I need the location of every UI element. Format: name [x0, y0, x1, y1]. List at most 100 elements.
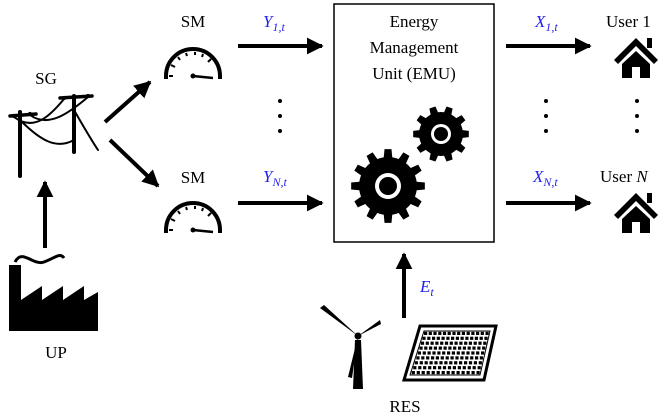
emu-label-line2: Management — [370, 38, 459, 57]
signal-et: Et — [419, 277, 434, 299]
solar-cell — [433, 346, 437, 350]
solar-cell — [458, 346, 462, 350]
solar-cell — [438, 331, 442, 335]
solar-cell — [451, 371, 455, 375]
solar-cell — [417, 351, 421, 355]
solar-cell — [438, 366, 442, 370]
user-1-label: User 1 — [606, 12, 651, 31]
solar-cell — [447, 351, 451, 355]
solar-cell — [435, 341, 439, 345]
solar-cell — [418, 366, 422, 370]
solar-cell — [461, 351, 465, 355]
solar-cell — [461, 331, 465, 335]
solar-cell — [447, 366, 452, 370]
solar-cell — [476, 371, 480, 375]
solar-cell — [424, 346, 428, 350]
solar-cell — [441, 336, 445, 340]
solar-cell — [436, 336, 440, 340]
solar-cell — [425, 341, 429, 345]
solar-cell — [456, 371, 460, 375]
solar-cell — [455, 336, 459, 340]
solar-cell — [446, 371, 450, 375]
solar-cell — [460, 356, 464, 360]
solar-cell — [452, 366, 456, 370]
solar-cell — [466, 371, 470, 375]
solar-cell — [424, 361, 428, 365]
solar-cell — [473, 361, 477, 365]
solar-cell — [470, 356, 474, 360]
sg-to-sm-bottom-arrow — [108, 138, 160, 188]
solar-cell — [447, 331, 451, 335]
solar-cell — [426, 371, 430, 375]
solar-cell — [439, 361, 443, 365]
solar-cell — [464, 361, 468, 365]
solar-cell — [476, 331, 480, 335]
solar-cell — [419, 346, 423, 350]
solar-cell — [432, 336, 436, 340]
solar-cell — [477, 346, 481, 350]
signal-ynt: YN,t — [263, 167, 287, 189]
solar-cell — [457, 366, 461, 370]
solar-cell — [471, 371, 475, 375]
solar-cell — [467, 366, 471, 370]
emu-label-line1: Energy — [390, 12, 439, 31]
solar-cell — [462, 366, 466, 370]
solar-cell — [479, 356, 483, 360]
solar-cell — [479, 336, 483, 340]
factory-icon — [9, 254, 98, 331]
solar-cell — [465, 356, 469, 360]
solar-cell — [434, 361, 438, 365]
signal-xnt: XN,t — [532, 167, 558, 189]
smart-meter-icon — [164, 201, 222, 234]
solar-cell — [453, 346, 457, 350]
solar-cell — [477, 366, 481, 370]
solar-cell — [473, 341, 477, 345]
user-n-label: User N — [600, 167, 649, 186]
vertical-ellipsis — [278, 99, 282, 133]
vertical-ellipsis — [544, 99, 639, 133]
solar-cell — [484, 336, 488, 340]
solar-cell — [449, 361, 453, 365]
solar-cell — [459, 341, 463, 345]
solar-cell — [483, 341, 487, 345]
solar-cell — [475, 356, 479, 360]
sm-top-label: SM — [181, 12, 206, 31]
house-icon — [614, 38, 658, 78]
solar-cell — [426, 356, 430, 360]
smart-meter-icon — [164, 47, 222, 80]
sg-to-sm-top-arrow — [103, 80, 152, 124]
solar-cell — [464, 341, 468, 345]
solar-cell — [429, 346, 433, 350]
solar-cell — [472, 346, 476, 350]
up-label: UP — [45, 343, 67, 362]
solar-cell — [456, 351, 460, 355]
solar-cell — [481, 351, 485, 355]
solar-panel-icon — [401, 324, 498, 382]
solar-cell — [454, 361, 458, 365]
solar-cell — [431, 371, 435, 375]
solar-cell — [472, 366, 476, 370]
solar-cell — [438, 346, 442, 350]
solar-cell — [420, 341, 425, 345]
solar-cell — [468, 341, 472, 345]
solar-cell — [480, 331, 484, 335]
solar-cell — [449, 341, 453, 345]
sm-bottom-label: SM — [181, 168, 206, 187]
solar-cell — [423, 366, 427, 370]
solar-cell — [466, 351, 470, 355]
solar-cell — [440, 356, 444, 360]
solar-cell — [448, 346, 452, 350]
gears-icon — [351, 106, 469, 223]
solar-cell — [459, 361, 463, 365]
sg-label: SG — [35, 69, 57, 88]
solar-cell — [431, 356, 435, 360]
solar-cell — [444, 341, 449, 345]
solar-cell — [471, 331, 475, 335]
large-gear-icon — [351, 149, 425, 223]
solar-cell — [432, 351, 436, 355]
solar-cell — [442, 366, 447, 370]
power-pole-icon — [8, 93, 99, 178]
wind-turbine-icon — [320, 305, 381, 389]
solar-cell — [424, 331, 428, 335]
solar-cell — [428, 366, 432, 370]
